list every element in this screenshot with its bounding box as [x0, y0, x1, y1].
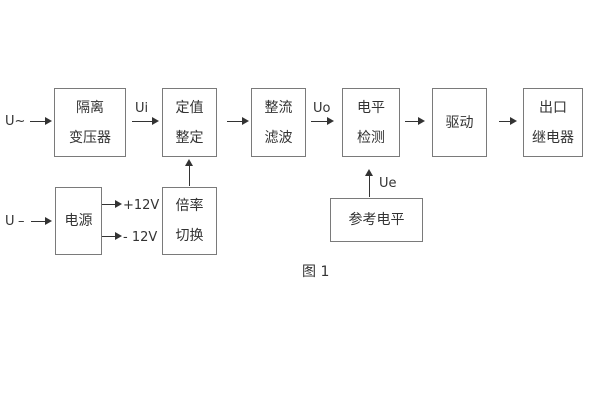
box-rectify-filter: 整流 滤波: [251, 88, 306, 157]
arrow-dc-input-to-power-icon: [31, 217, 52, 226]
box-level-detect-line1: 电平: [357, 99, 385, 116]
box-ratio-switch-line2: 切换: [175, 228, 204, 244]
label-signal-ui: Ui: [135, 101, 149, 116]
box-power-supply-line1: 电源: [64, 213, 93, 229]
arrow-power-minus12v-icon: [102, 232, 122, 241]
arrow-leveldetect-to-drive-icon: [405, 117, 425, 126]
box-reference-level-line1: 参考电平: [348, 212, 405, 228]
arrow-uo-rectifier-to-leveldetect-icon: [311, 117, 334, 126]
box-output-relay-line1: 出口: [539, 99, 567, 116]
arrow-drive-to-outputrelay-icon: [499, 117, 517, 126]
box-isolation-transformer: 隔离 变压器: [54, 88, 126, 157]
label-signal-uo: Uo: [313, 101, 331, 116]
box-rectify-filter-line2: 滤波: [264, 129, 293, 146]
box-ratio-switch-line1: 倍率: [175, 198, 204, 214]
box-isolation-transformer-line1: 隔离: [76, 99, 104, 116]
box-power-supply: 电源: [55, 187, 102, 255]
box-rectify-filter-line1: 整流: [264, 99, 293, 116]
box-setpoint-adjust-line2: 整定: [175, 129, 204, 146]
box-setpoint-adjust: 定值 整定: [162, 88, 217, 157]
arrow-ratioswitch-to-setpoint-icon: [185, 159, 194, 186]
box-level-detect: 电平 检测: [342, 88, 400, 157]
box-level-detect-line2: 检测: [357, 129, 385, 146]
box-output-relay: 出口 继电器: [523, 88, 583, 157]
box-reference-level: 参考电平: [330, 198, 423, 242]
arrow-ui-transformer-to-setpoint-icon: [132, 117, 159, 126]
box-isolation-transformer-line2: 变压器: [69, 129, 111, 146]
arrow-ac-input-to-transformer-icon: [30, 117, 52, 126]
box-ratio-switch: 倍率 切换: [162, 187, 217, 255]
label-ac-input: U~: [5, 114, 26, 129]
label-dc-input-dash: –: [18, 214, 25, 229]
figure-caption: 图 1: [302, 264, 330, 280]
box-output-relay-line2: 继电器: [532, 129, 574, 146]
box-setpoint-adjust-line1: 定值: [175, 99, 204, 116]
arrow-setpoint-to-rectifier-icon: [227, 117, 249, 126]
label-dc-input: U: [5, 214, 15, 229]
box-drive: 驱动: [432, 88, 487, 157]
arrow-power-plus12v-icon: [102, 200, 122, 209]
arrow-ue-reference-to-leveldetect-icon: [365, 169, 374, 197]
label-signal-ue: Ue: [379, 176, 397, 191]
label-plus-12v: +12V: [123, 198, 160, 213]
label-minus-12v: - 12V: [123, 230, 158, 245]
box-drive-line1: 驱动: [445, 114, 474, 131]
